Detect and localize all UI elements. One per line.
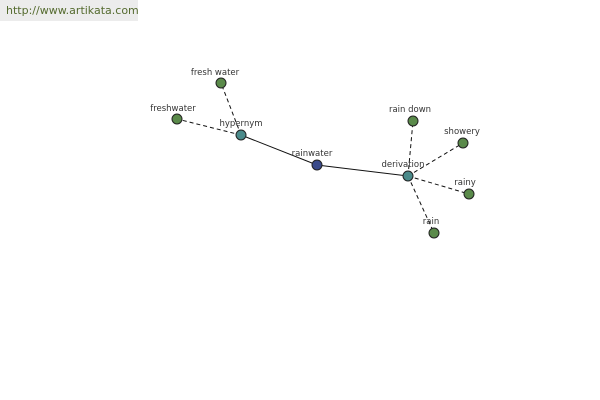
node-label-rainy: rainy	[454, 178, 475, 188]
edge-derivation-rain	[407, 175, 435, 234]
edge-rainwater-hypernym	[240, 134, 318, 166]
node-showery[interactable]: showery	[444, 127, 480, 149]
node-dot-derivation[interactable]	[402, 170, 414, 182]
node-dot-rain-down[interactable]	[407, 115, 419, 127]
node-rainy[interactable]: rainy	[454, 178, 476, 200]
node-dot-freshwater[interactable]	[171, 113, 183, 125]
node-rainwater[interactable]: rainwater	[292, 149, 333, 171]
node-freshwater[interactable]: freshwater	[150, 104, 196, 125]
edge-derivation-showery	[407, 142, 464, 177]
node-label-rain-down: rain down	[389, 105, 431, 115]
node-label-rainwater: rainwater	[292, 149, 333, 159]
edges-layer	[176, 82, 470, 234]
edge-rainwater-derivation	[316, 164, 409, 177]
edge-hypernym-freshwater	[176, 118, 242, 136]
node-rain[interactable]: rain	[423, 217, 440, 239]
node-label-derivation: derivation	[381, 160, 424, 170]
nodes-layer: fresh water freshwater rain down showery rai…	[150, 68, 480, 239]
url-banner: http://www.artikata.com	[0, 0, 139, 21]
node-dot-hypernym[interactable]	[235, 129, 247, 141]
node-dot-rainwater[interactable]	[311, 159, 323, 171]
node-dot-rain[interactable]	[428, 227, 440, 239]
edge-derivation-rainy	[407, 175, 470, 195]
node-dot-showery[interactable]	[457, 137, 469, 149]
node-label-freshwater: freshwater	[150, 104, 196, 114]
node-derivation[interactable]: derivation	[381, 160, 425, 182]
node-rain-down[interactable]: rain down	[389, 105, 431, 127]
node-dot-fresh-water[interactable]	[215, 77, 227, 89]
node-hypernym[interactable]: hypernym	[219, 119, 263, 141]
edge-hypernym-fresh-water	[220, 82, 242, 136]
node-label-showery: showery	[444, 127, 480, 137]
node-dot-rainy[interactable]	[463, 188, 475, 200]
site-url-link[interactable]: http://www.artikata.com	[6, 4, 139, 17]
node-fresh-water[interactable]: fresh water	[191, 68, 240, 89]
node-label-fresh-water: fresh water	[191, 68, 240, 78]
node-label-hypernym: hypernym	[219, 119, 262, 129]
edge-derivation-rain-down	[407, 120, 414, 177]
node-label-rain: rain	[423, 217, 439, 227]
